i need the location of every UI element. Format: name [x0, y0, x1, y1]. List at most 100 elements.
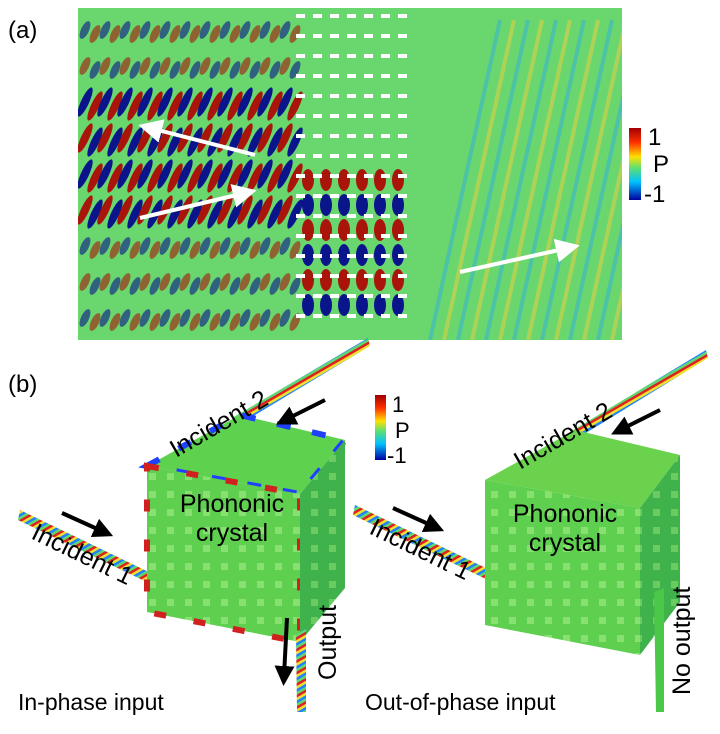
wave-lobe [247, 91, 263, 121]
wave-lobe [107, 91, 123, 121]
crystal-hole [381, 14, 390, 18]
incident-1-waveguide [18, 510, 155, 586]
crystal-hole [381, 174, 390, 178]
wave-lobe [99, 57, 111, 75]
wave-lobe [129, 241, 141, 259]
crystal-hole [296, 154, 305, 158]
colorbar-b [375, 395, 386, 460]
wave-lobe [119, 309, 131, 327]
crystal-hole [296, 114, 305, 118]
crystal-hole [381, 94, 390, 98]
crystal-hole [313, 194, 322, 198]
wave-lobe [127, 163, 143, 193]
wave-lobe [197, 123, 213, 153]
wave-lobe [79, 273, 91, 291]
wave-lobe [187, 127, 203, 157]
wave-lobe [257, 159, 273, 189]
wave-lobe [189, 25, 201, 43]
wave-lobe [338, 244, 350, 266]
wave-lobe [229, 61, 241, 79]
wave-lobe [259, 273, 271, 291]
wave-lobe [149, 277, 161, 295]
crystal-hole [364, 94, 373, 98]
wave-lobe [189, 277, 201, 295]
transmitted-wavefront [540, 19, 614, 340]
wave-lobe [169, 241, 181, 259]
wave-lobe [107, 127, 123, 157]
wave-lobe [320, 169, 332, 191]
wave-lobe [79, 237, 91, 255]
transmitted-wavefront [568, 92, 622, 340]
wave-lobe [197, 87, 213, 117]
wave-lobe [267, 199, 283, 229]
wave-lobe [199, 273, 211, 291]
wave-lobe [209, 25, 221, 43]
wave-lobe [109, 277, 121, 295]
crystal-hole [313, 14, 322, 18]
wave-lobe [239, 237, 251, 255]
wave-lobe [89, 61, 101, 79]
wave-lobe [129, 277, 141, 295]
wave-lobe [269, 241, 281, 259]
wave-lobe [237, 123, 253, 153]
wave-lobe [249, 61, 261, 79]
panel-a-label: (a) [8, 17, 37, 44]
crystal-hole [398, 94, 407, 98]
crystal-hole [330, 154, 339, 158]
transmitted-wavefront [582, 156, 622, 340]
crystal-hole [330, 314, 339, 318]
wave-lobe [79, 57, 91, 75]
wave-lobe [109, 313, 121, 331]
wave-lobe [97, 123, 113, 153]
wave-lobe [259, 21, 271, 39]
crystal-hole [398, 54, 407, 58]
wave-lobe [87, 127, 103, 157]
wave-lobe [119, 57, 131, 75]
crystal-hole [364, 254, 373, 258]
transmitted-wavefront [484, 19, 558, 340]
wave-lobe [79, 21, 91, 39]
wave-lobe [219, 309, 231, 327]
colorbar-a-min: -1 [644, 181, 665, 208]
wave-lobe [269, 313, 281, 331]
crystal-hole [313, 34, 322, 38]
wave-lobe [169, 277, 181, 295]
in-phase-device: Incident 1 Incident 2 Phononic crystal O… [18, 338, 370, 715]
wave-lobe [187, 163, 203, 193]
wave-lobe [277, 195, 293, 225]
wave-lobe [277, 159, 293, 189]
wave-lobe [117, 123, 133, 153]
wave-lobe [78, 159, 93, 189]
out-of-phase-caption: Out-of-phase input [365, 689, 556, 715]
wave-lobe [99, 309, 111, 327]
crystal-hole [296, 74, 305, 78]
crystal-hole [296, 314, 305, 318]
cube-front-face [144, 462, 303, 646]
wave-lobe [139, 309, 151, 327]
in-phase-caption: In-phase input [18, 689, 164, 715]
colorbar-a-max: 1 [648, 124, 661, 151]
wave-lobe [199, 21, 211, 39]
crystal-hole [347, 214, 356, 218]
wave-lobe [197, 159, 213, 189]
incident-1-waveguide [353, 505, 490, 581]
wave-lobe [119, 21, 131, 39]
crystal-hole [347, 74, 356, 78]
wave-lobe [259, 309, 271, 327]
crystal-hole [296, 134, 305, 138]
crystal-hole [296, 34, 305, 38]
incident-2-waveguide [232, 338, 370, 424]
crystal-hole [398, 134, 407, 138]
crystal-hole [313, 74, 322, 78]
no-output-waveguide [654, 588, 664, 712]
crystal-hole [330, 214, 339, 218]
crystal-hole [313, 94, 322, 98]
wave-lobe [99, 21, 111, 39]
wave-lobe [289, 241, 301, 259]
crystal-hole [364, 154, 373, 158]
transmitted-wavefront [498, 19, 572, 340]
wave-lobe [189, 241, 201, 259]
transmitted-wavefront [554, 28, 622, 340]
wave-lobe [257, 195, 273, 225]
wave-lobe [338, 194, 350, 216]
